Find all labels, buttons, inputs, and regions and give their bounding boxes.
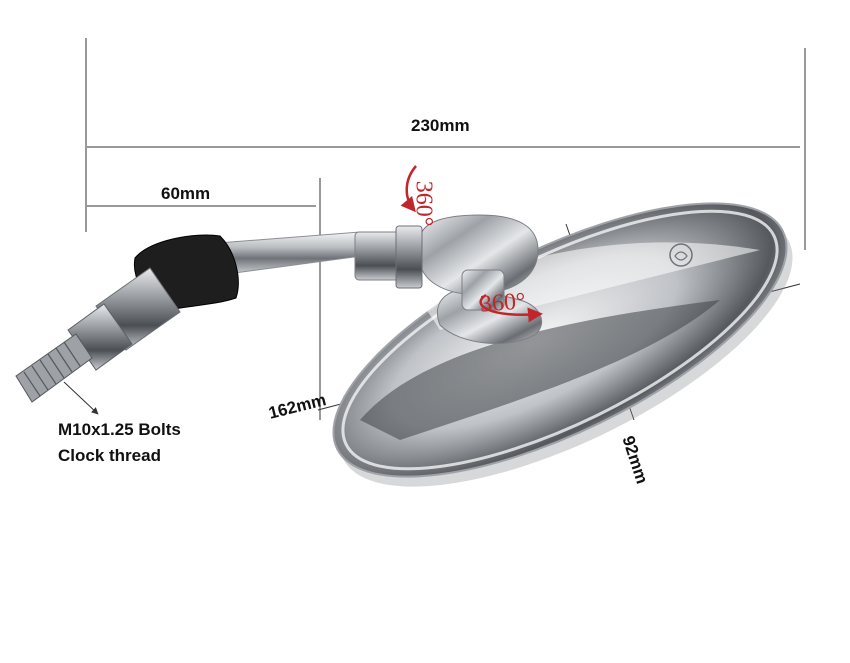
arm-length-label: 60mm [161, 184, 211, 203]
mirror-reflection [360, 300, 720, 440]
rotation-arrow-top [400, 165, 417, 213]
mirror-head [332, 202, 793, 487]
bolt-thread [15, 333, 93, 403]
swivel-joint [419, 214, 542, 344]
bolt-pointer-line [63, 381, 99, 415]
bolt-spec-line2: Clock thread [58, 446, 161, 465]
rotation-arrow-bottom [479, 293, 543, 323]
brand-logo [669, 243, 693, 267]
rotation-label-top: 360° [410, 180, 437, 227]
overall-length-label: 230mm [411, 116, 470, 135]
rotation-label-bottom: 360° [479, 288, 527, 318]
mirror-arm [15, 225, 423, 403]
arm-nut [395, 225, 423, 289]
bolt-spec-line1: M10x1.25 Bolts [58, 420, 181, 439]
